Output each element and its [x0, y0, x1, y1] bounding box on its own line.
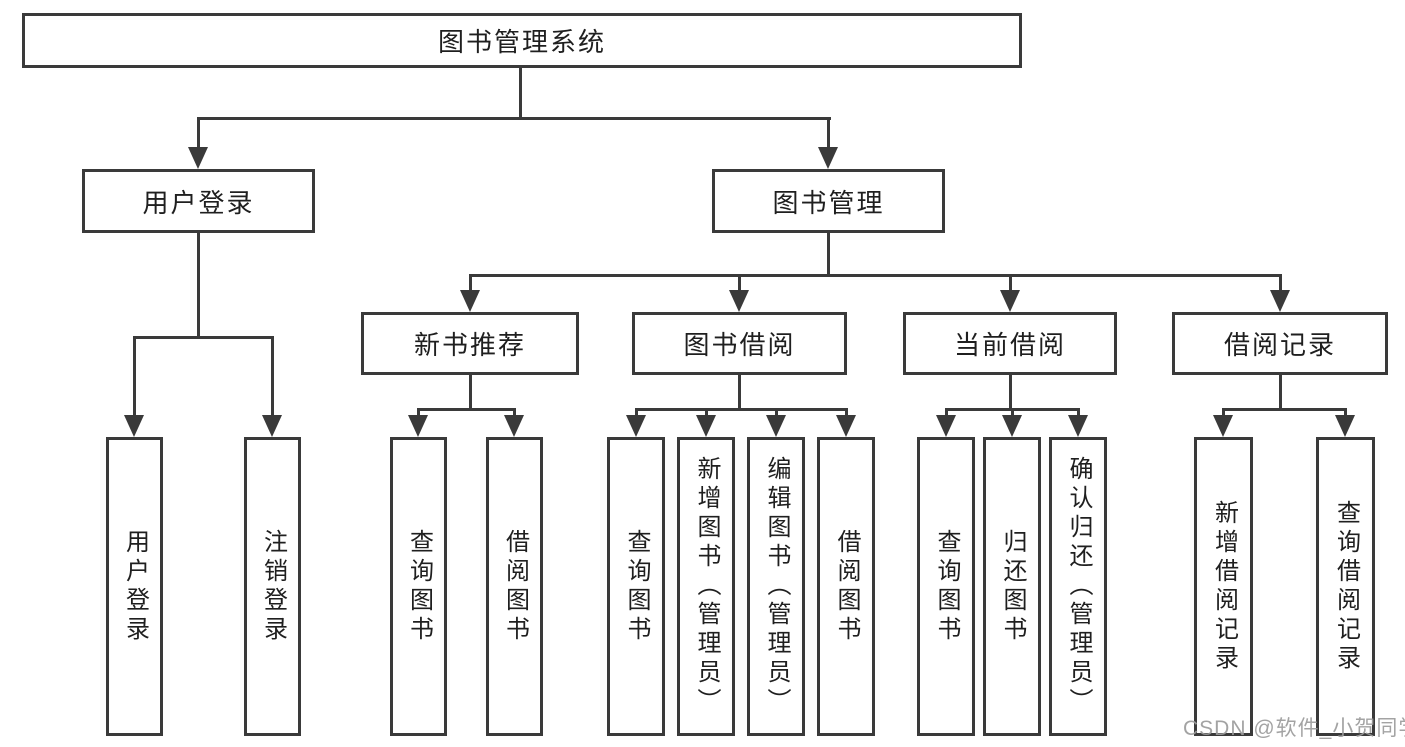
node-borrow-books: 借阅图书: [817, 437, 875, 736]
arrow-down-icon: [818, 147, 838, 169]
connector-leaves-rail: [417, 408, 516, 411]
connector-book-mgmt-down: [827, 233, 830, 276]
node-query-borrow-record: 查询借阅记录: [1316, 437, 1375, 736]
connector-book-mgmt-stem: [827, 117, 830, 148]
arrow-down-icon: [1335, 415, 1355, 437]
node-book-management: 图书管理: [712, 169, 945, 233]
node-confirm-return-admin: 确认归还（管理员）: [1049, 437, 1107, 736]
arrow-down-icon: [936, 415, 956, 437]
connector-leaf-stem: [271, 336, 274, 416]
node-label: 图书借阅: [683, 330, 796, 360]
connector-leaf-stem: [1077, 408, 1080, 417]
connector-leaf-stem: [705, 408, 708, 417]
node-query-books: 查询图书: [390, 437, 447, 736]
node-label: 编辑图书（管理员）: [763, 456, 790, 717]
node-label: 图书管理: [772, 187, 885, 218]
node-user-login: 用户登录: [106, 437, 163, 736]
connector-group-stem: [738, 375, 741, 411]
connector-leaf-stem: [1222, 408, 1225, 417]
csdn-watermark: CSDN @软件_小贺同学: [1183, 717, 1405, 740]
arrow-down-icon: [262, 415, 282, 437]
node-current-borrowing: 当前借阅: [903, 312, 1117, 375]
connector-leaf-stem: [845, 408, 848, 417]
connector-user-login-stem: [197, 117, 200, 148]
arrow-down-icon: [124, 415, 144, 437]
node-label: 用户登录: [121, 528, 149, 645]
arrow-down-icon: [729, 290, 749, 312]
node-label: 新书推荐: [413, 330, 526, 360]
node-query-books: 查询图书: [917, 437, 975, 736]
node-label: 确认归还（管理员）: [1065, 456, 1092, 717]
connector-leaf-stem: [133, 336, 136, 416]
node-user-login-group: 用户登录: [82, 169, 315, 233]
connector-leaf-stem: [945, 408, 948, 417]
connector-root-stem: [519, 68, 522, 117]
connector-level3-stem: [469, 274, 472, 292]
node-label: 查询借阅记录: [1332, 499, 1360, 674]
connector-level3-stem: [1279, 274, 1282, 292]
node-library-management-system: 图书管理系统: [22, 13, 1022, 68]
arrow-down-icon: [766, 415, 786, 437]
connector-leaf-stem: [1344, 408, 1347, 417]
connector-group-stem: [1279, 375, 1282, 411]
node-query-books: 查询图书: [607, 437, 665, 736]
connector-leaf-stem: [635, 408, 638, 417]
arrow-down-icon: [626, 415, 646, 437]
node-add-books-admin: 新增图书（管理员）: [677, 437, 735, 736]
node-label: 当前借阅: [953, 330, 1066, 360]
node-new-book-recommend: 新书推荐: [361, 312, 579, 375]
node-borrow-books: 借阅图书: [486, 437, 543, 736]
arrow-down-icon: [1270, 290, 1290, 312]
arrow-down-icon: [1068, 415, 1088, 437]
arrow-down-icon: [188, 147, 208, 169]
arrow-down-icon: [1213, 415, 1233, 437]
connector-level2-rail: [198, 117, 831, 120]
arrow-down-icon: [1000, 290, 1020, 312]
node-label: 借阅记录: [1223, 330, 1336, 360]
connector-group-stem: [1009, 375, 1012, 411]
node-borrowing-records: 借阅记录: [1172, 312, 1388, 375]
arrow-down-icon: [1002, 415, 1022, 437]
node-label: 查询图书: [405, 528, 433, 645]
node-label: 借阅图书: [833, 528, 860, 645]
arrow-down-icon: [696, 415, 716, 437]
node-book-borrowing: 图书借阅: [632, 312, 847, 375]
node-label: 新增借阅记录: [1210, 499, 1238, 674]
node-label: 借阅图书: [501, 528, 529, 645]
node-label: 归还图书: [999, 528, 1026, 645]
connector-leaf-stem: [513, 408, 516, 417]
node-label: 查询图书: [623, 528, 650, 645]
connector-level3-stem: [738, 274, 741, 292]
connector-leaves-rail: [635, 408, 847, 411]
node-add-borrow-record: 新增借阅记录: [1194, 437, 1253, 736]
node-label: 查询图书: [933, 528, 960, 645]
connector-user-group-stem: [197, 233, 200, 338]
arrow-down-icon: [408, 415, 428, 437]
node-label: 新增图书（管理员）: [693, 456, 720, 717]
connector-user-leaves-rail: [133, 336, 274, 339]
node-return-books: 归还图书: [983, 437, 1041, 736]
connector-group-stem: [469, 375, 472, 411]
node-label: 注销登录: [259, 528, 287, 645]
arrow-down-icon: [460, 290, 480, 312]
arrow-down-icon: [836, 415, 856, 437]
connector-level3-rail: [469, 274, 1282, 277]
connector-leaves-rail: [1222, 408, 1347, 411]
node-label: 图书管理系统: [437, 27, 606, 57]
connector-leaf-stem: [1011, 408, 1014, 417]
node-edit-books-admin: 编辑图书（管理员）: [747, 437, 805, 736]
connector-leaf-stem: [775, 408, 778, 417]
connector-level3-stem: [1009, 274, 1012, 292]
connector-leaf-stem: [417, 408, 420, 417]
node-label: 用户登录: [142, 187, 255, 218]
node-logout: 注销登录: [244, 437, 301, 736]
arrow-down-icon: [504, 415, 524, 437]
